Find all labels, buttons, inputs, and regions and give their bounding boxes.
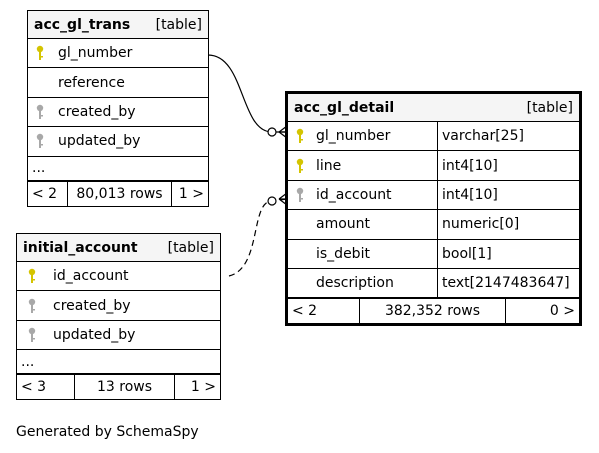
column-name: id_account: [53, 268, 129, 285]
parents-count[interactable]: < 3: [17, 375, 75, 400]
column-row[interactable]: reference: [28, 68, 208, 98]
more-columns-row: ...: [28, 157, 208, 181]
column-name: gl_number: [316, 128, 391, 145]
column-name: amount: [316, 216, 371, 233]
table-initial-account[interactable]: initial_account [table] id_account creat…: [16, 233, 221, 401]
column-row[interactable]: gl_number: [28, 39, 208, 69]
more-columns: ...: [21, 353, 35, 370]
table-name: initial_account: [23, 239, 138, 256]
table-footer: < 3 13 rows 1 >: [17, 374, 220, 400]
parents-count[interactable]: < 2: [28, 181, 68, 206]
primary-key-icon: [17, 262, 47, 290]
column-row[interactable]: gl_number varchar[25]: [288, 122, 579, 152]
relationship-id-account-optional-marker: [267, 196, 277, 206]
relationship-gl-number: [207, 54, 287, 133]
table-footer: < 2 382,352 rows 0 >: [288, 298, 579, 324]
column-name: description: [316, 275, 394, 292]
relationship-gl-number-optional-marker: [267, 127, 277, 137]
column-row[interactable]: updated_by: [17, 321, 220, 351]
children-count[interactable]: 1 >: [178, 185, 204, 202]
column-row[interactable]: created_by: [28, 98, 208, 128]
more-columns: ...: [32, 160, 46, 177]
row-count: 80,013 rows: [68, 181, 172, 206]
column-row[interactable]: amount numeric[0]: [288, 210, 579, 240]
column-row[interactable]: is_debit bool[1]: [288, 239, 579, 269]
primary-key-icon: [288, 151, 312, 179]
children-count[interactable]: 0 >: [549, 303, 575, 320]
column-name: gl_number: [58, 45, 133, 62]
table-name: acc_gl_detail: [294, 99, 395, 116]
foreign-key-icon: [17, 321, 47, 349]
generated-by-label: Generated by SchemaSpy: [16, 424, 199, 440]
column-row[interactable]: id_account int4[10]: [288, 180, 579, 211]
row-count: 382,352 rows: [360, 299, 506, 324]
parents-count[interactable]: < 2: [288, 299, 360, 324]
foreign-key-icon: [288, 181, 312, 209]
table-acc-gl-detail[interactable]: acc_gl_detail [table] gl_number varchar[…: [285, 91, 582, 327]
column-name: id_account: [316, 186, 392, 203]
relationship-id-account: [228, 198, 288, 277]
column-type: int4[10]: [437, 180, 579, 210]
foreign-key-icon: [28, 98, 52, 126]
foreign-key-icon: [28, 127, 52, 155]
table-header: acc_gl_trans [table]: [28, 11, 208, 39]
children-count[interactable]: 1 >: [190, 379, 216, 396]
column-name: created_by: [58, 103, 136, 120]
more-columns-row: ...: [17, 350, 220, 375]
column-type: numeric[0]: [437, 210, 579, 239]
row-count: 13 rows: [75, 375, 175, 400]
column-name: is_debit: [316, 245, 370, 262]
column-row[interactable]: created_by: [17, 291, 220, 321]
table-footer: < 2 80,013 rows 1 >: [28, 180, 208, 206]
table-type: [table]: [526, 99, 573, 116]
column-type: int4[10]: [437, 151, 579, 180]
table-acc-gl-trans[interactable]: acc_gl_trans [table] gl_number reference…: [27, 10, 209, 207]
column-row[interactable]: updated_by: [28, 127, 208, 157]
primary-key-icon: [288, 122, 312, 150]
foreign-key-icon: [17, 291, 47, 319]
column-name: updated_by: [58, 133, 141, 150]
column-row[interactable]: line int4[10]: [288, 151, 579, 181]
column-name: created_by: [53, 297, 131, 314]
table-header: acc_gl_detail [table]: [288, 94, 579, 122]
column-type: text[2147483647]: [437, 268, 579, 298]
column-type: bool[1]: [437, 239, 579, 268]
table-header: initial_account [table]: [17, 234, 220, 262]
table-type: [table]: [155, 16, 202, 33]
primary-key-icon: [28, 39, 52, 67]
column-row[interactable]: id_account: [17, 262, 220, 292]
column-name: reference: [58, 74, 125, 91]
table-name: acc_gl_trans: [34, 16, 131, 33]
column-name: updated_by: [53, 326, 136, 343]
column-name: line: [316, 157, 342, 174]
table-type: [table]: [167, 239, 214, 256]
column-row[interactable]: description text[2147483647]: [288, 268, 579, 299]
column-type: varchar[25]: [437, 122, 579, 151]
